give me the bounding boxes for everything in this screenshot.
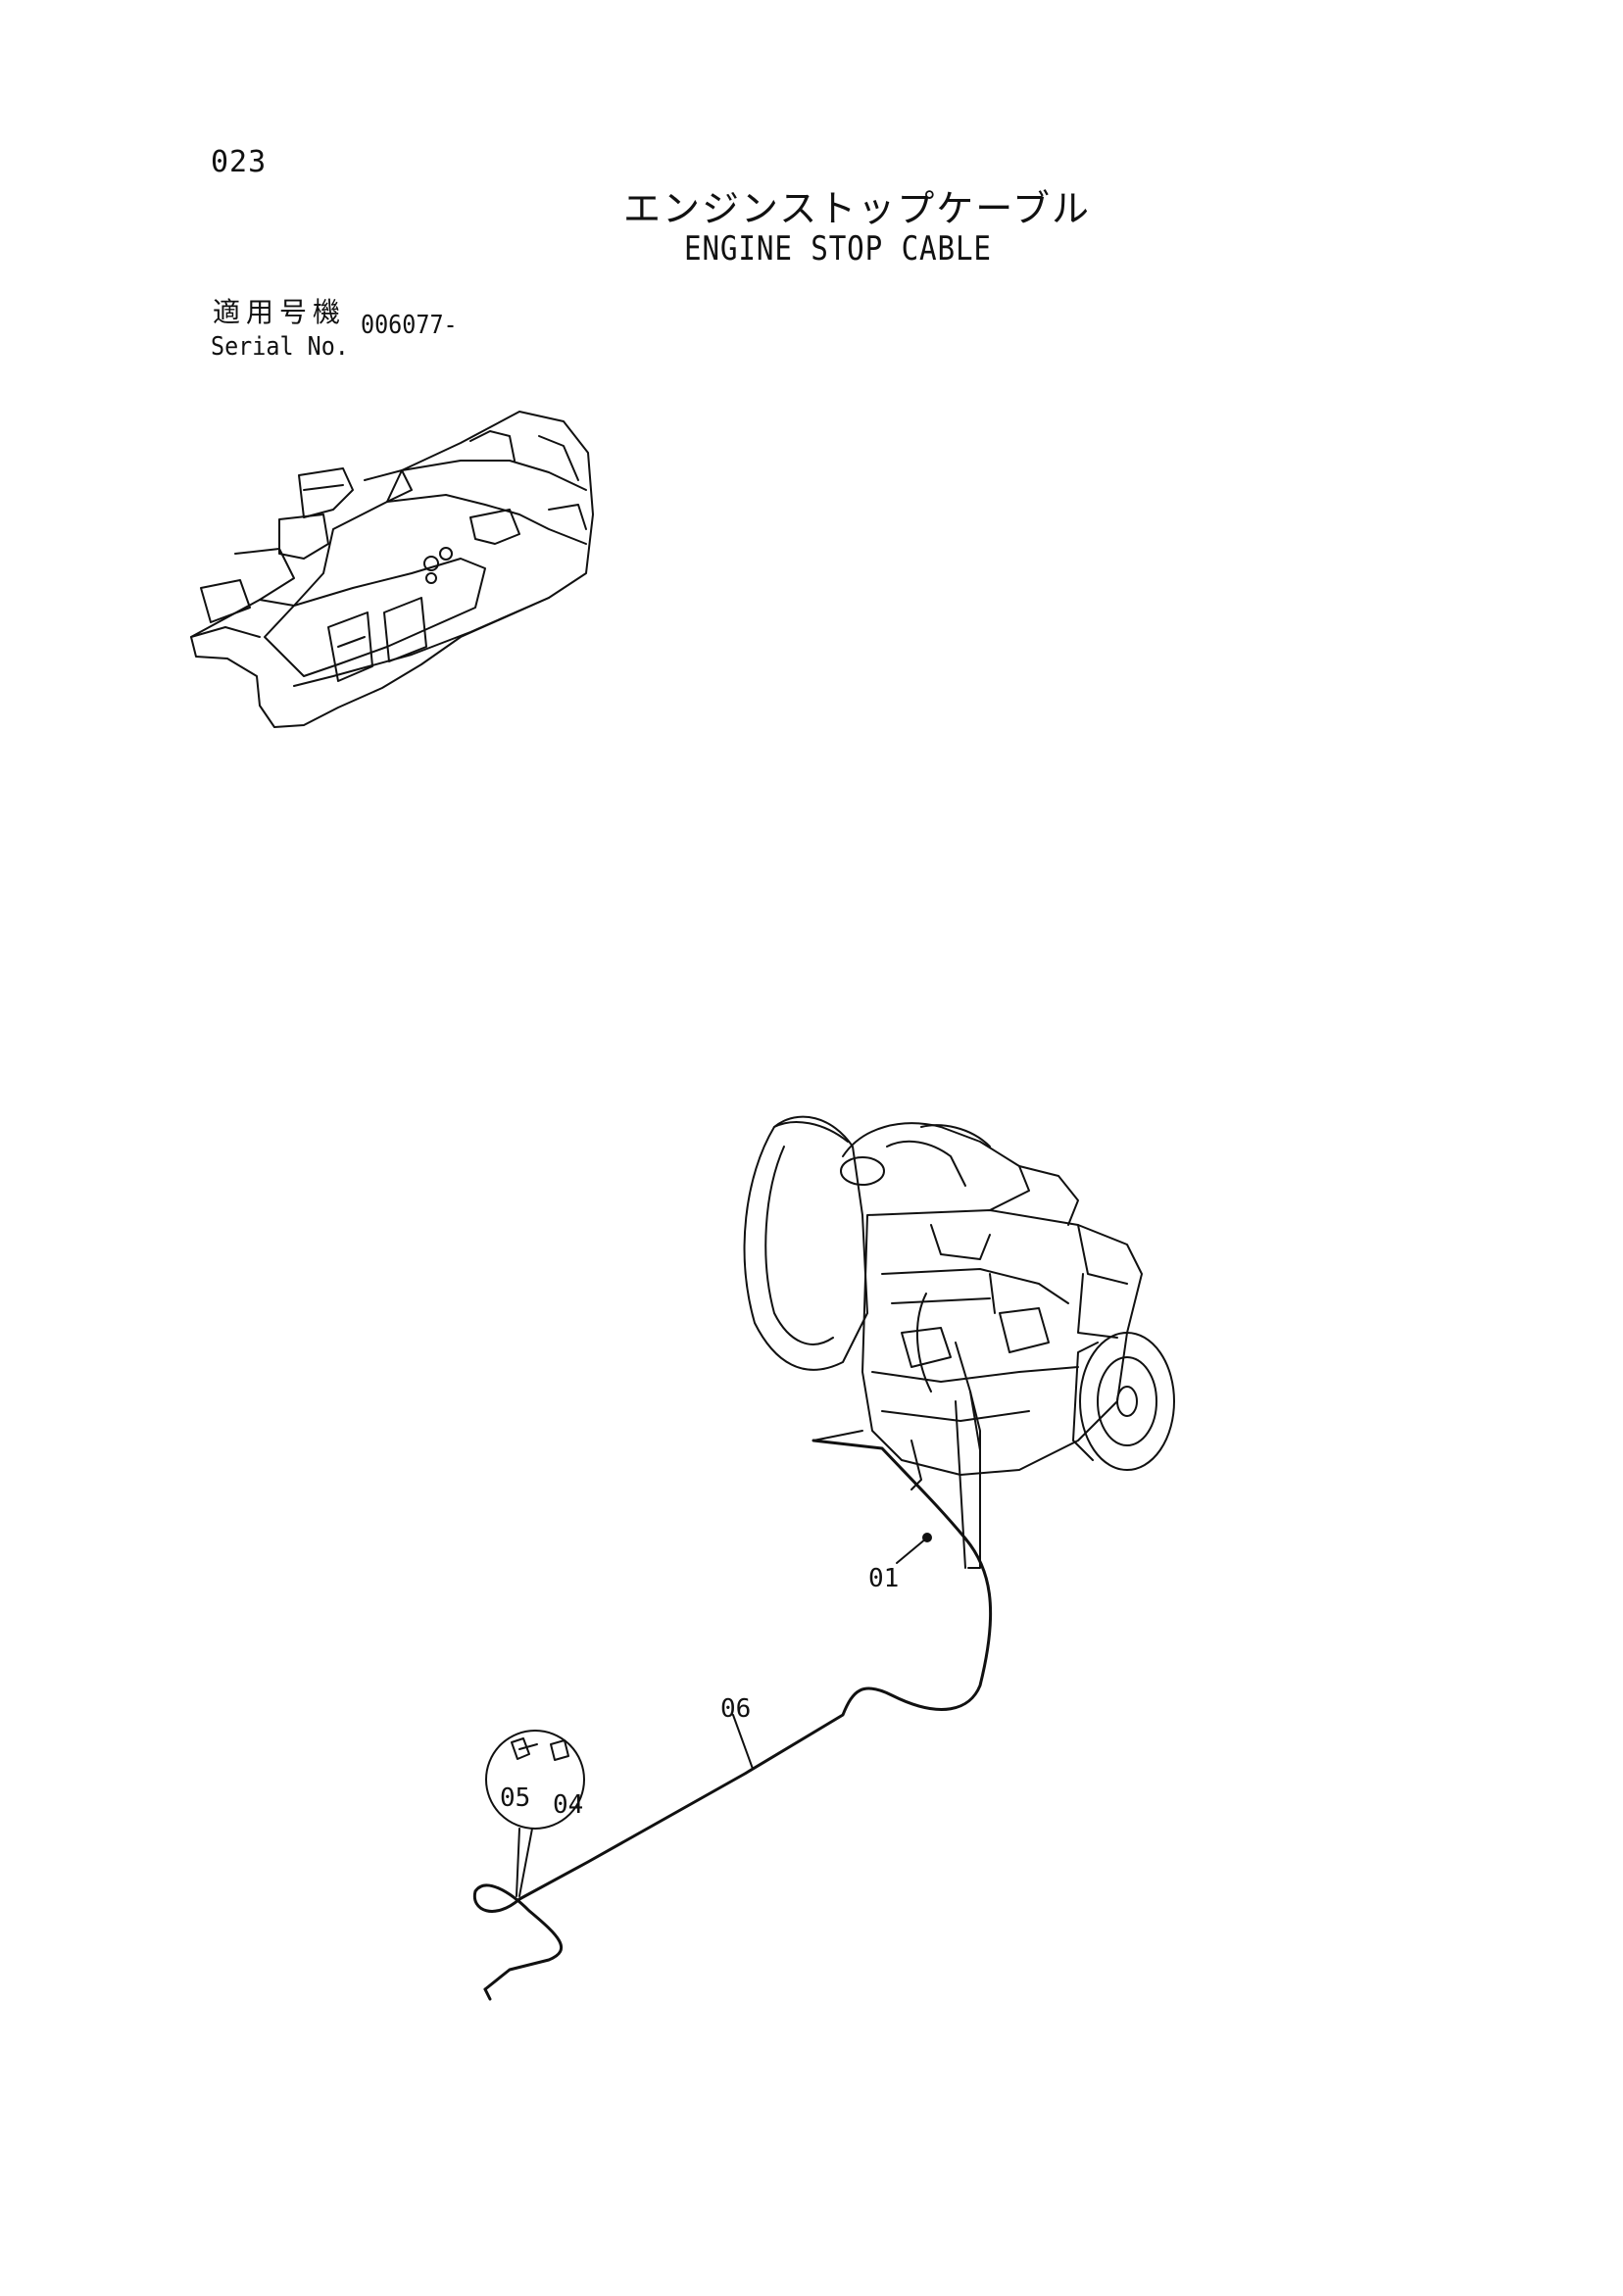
serial-label-english: Serial No. xyxy=(211,332,349,362)
engine-assembly xyxy=(743,1115,1175,1569)
detail-circle xyxy=(485,1730,585,1897)
serial-label-japanese: 適用号機 xyxy=(213,296,347,328)
title-japanese: エンジンストップケーブル xyxy=(623,187,1091,230)
leader-lines xyxy=(732,1533,932,1770)
stop-cable xyxy=(472,1439,993,2001)
callout-01: 01 xyxy=(868,1564,899,1593)
callout-05: 05 xyxy=(500,1783,530,1813)
callout-04: 04 xyxy=(553,1790,583,1820)
serial-number-value: 006077- xyxy=(361,311,458,340)
title-english: ENGINE STOP CABLE xyxy=(684,229,992,269)
excavator-location-sketch xyxy=(190,411,594,728)
page-number: 023 xyxy=(211,145,268,179)
callout-06: 06 xyxy=(720,1694,751,1724)
